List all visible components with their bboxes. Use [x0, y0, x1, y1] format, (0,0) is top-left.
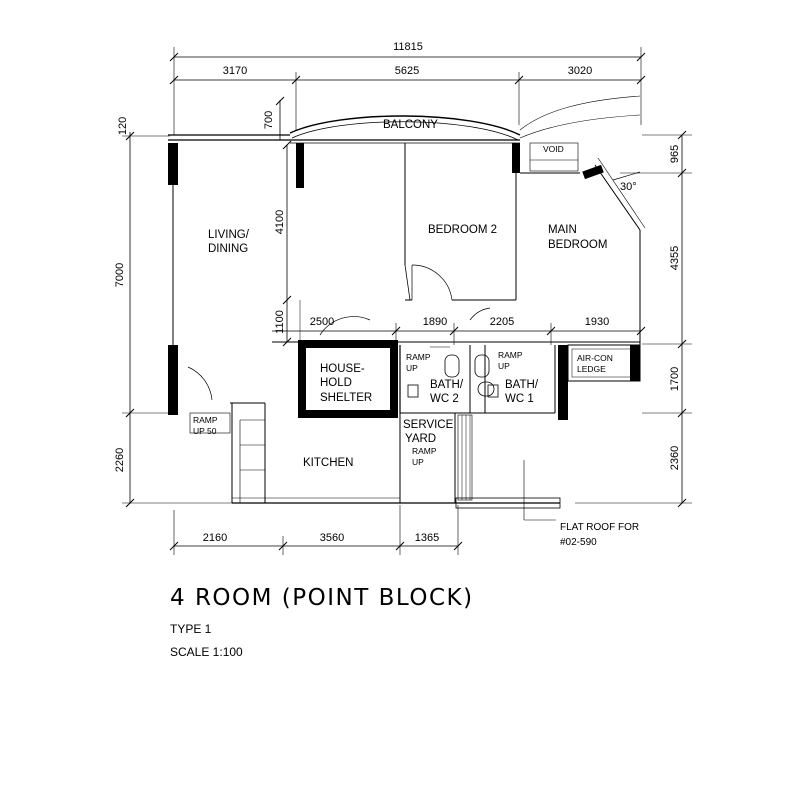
dim-angle: 30° [620, 181, 637, 193]
dim-mid-3: 2205 [490, 316, 514, 328]
label-bath-2-1: BATH/ [430, 379, 464, 391]
label-flat-roof-1: FLAT ROOF FOR [560, 522, 639, 533]
dim-inner-v2: 1100 [274, 310, 286, 334]
dim-left-bottom: 2260 [114, 448, 126, 472]
label-kitchen: KITCHEN [303, 457, 353, 469]
ramp-bath1-1: RAMP [498, 350, 523, 360]
dim-mid-4: 1930 [585, 316, 609, 328]
ramp-labels: RAMP UP RAMP UP RAMP UP RAMP UP 50 [193, 350, 523, 467]
label-living-2: DINING [208, 243, 248, 255]
plan-scale: SCALE 1:100 [170, 645, 243, 659]
label-shelter-3: SHELTER [320, 392, 372, 404]
label-main-bedroom-2: BEDROOM [548, 239, 607, 251]
dim-mid-2: 1890 [423, 316, 447, 328]
dim-inner-v1: 4100 [274, 210, 286, 234]
label-shelter-2: HOLD [320, 377, 352, 389]
ramp-bath1-2: UP [498, 361, 510, 371]
dim-mid-1: 2500 [310, 316, 334, 328]
dim-bottom-1: 2160 [203, 532, 227, 544]
label-living-1: LIVING/ [208, 229, 250, 241]
dim-right-1: 965 [669, 145, 681, 163]
label-flat-roof-2: #02-590 [560, 537, 597, 548]
label-shelter-1: HOUSE- [320, 363, 365, 375]
dim-right-4: 2360 [669, 446, 681, 470]
label-aircon-1: AIR-CON [577, 353, 613, 363]
ramp-service-1: RAMP [412, 446, 437, 456]
dim-balcony: 700 [263, 111, 275, 129]
dim-left-top: 120 [117, 117, 129, 135]
dim-right-2: 4355 [669, 246, 681, 270]
dim-overall: 11815 [393, 41, 423, 53]
label-service-1: SERVICE [403, 419, 454, 431]
label-bath-2-2: WC 2 [430, 393, 459, 405]
label-main-bedroom-1: MAIN [548, 224, 577, 236]
dim-right-3: 1700 [669, 367, 681, 391]
label-bath-1-1: BATH/ [505, 379, 539, 391]
ramp-entry-2: UP 50 [193, 426, 217, 436]
label-aircon-2: LEDGE [577, 364, 606, 374]
label-bedroom-2: BEDROOM 2 [428, 224, 497, 236]
label-bath-1-2: WC 1 [505, 393, 534, 405]
label-void: VOID [543, 144, 564, 154]
dim-left-middle: 7000 [114, 263, 126, 287]
walls [168, 95, 646, 521]
label-service-2: YARD [405, 433, 436, 445]
plan-title: 4 ROOM (POINT BLOCK) [170, 585, 474, 611]
plan-type: TYPE 1 [170, 622, 212, 636]
ramp-service-2: UP [412, 457, 424, 467]
label-balcony: BALCONY [383, 119, 438, 131]
ramp-bath2-2: UP [406, 363, 418, 373]
dim-bottom-2: 3560 [320, 532, 344, 544]
dim-top-left: 3170 [223, 65, 247, 77]
room-labels: BALCONY VOID LIVING/ DINING BEDROOM 2 MA… [208, 119, 639, 548]
ramp-bath2-1: RAMP [406, 352, 431, 362]
dim-top-right: 3020 [568, 65, 592, 77]
dim-bottom-3: 1365 [415, 532, 439, 544]
dimension-lines: 11815 3170 5625 3020 120 7000 2260 700 [114, 41, 692, 555]
dim-top-middle: 5625 [395, 65, 419, 77]
ramp-entry-1: RAMP [193, 415, 218, 425]
